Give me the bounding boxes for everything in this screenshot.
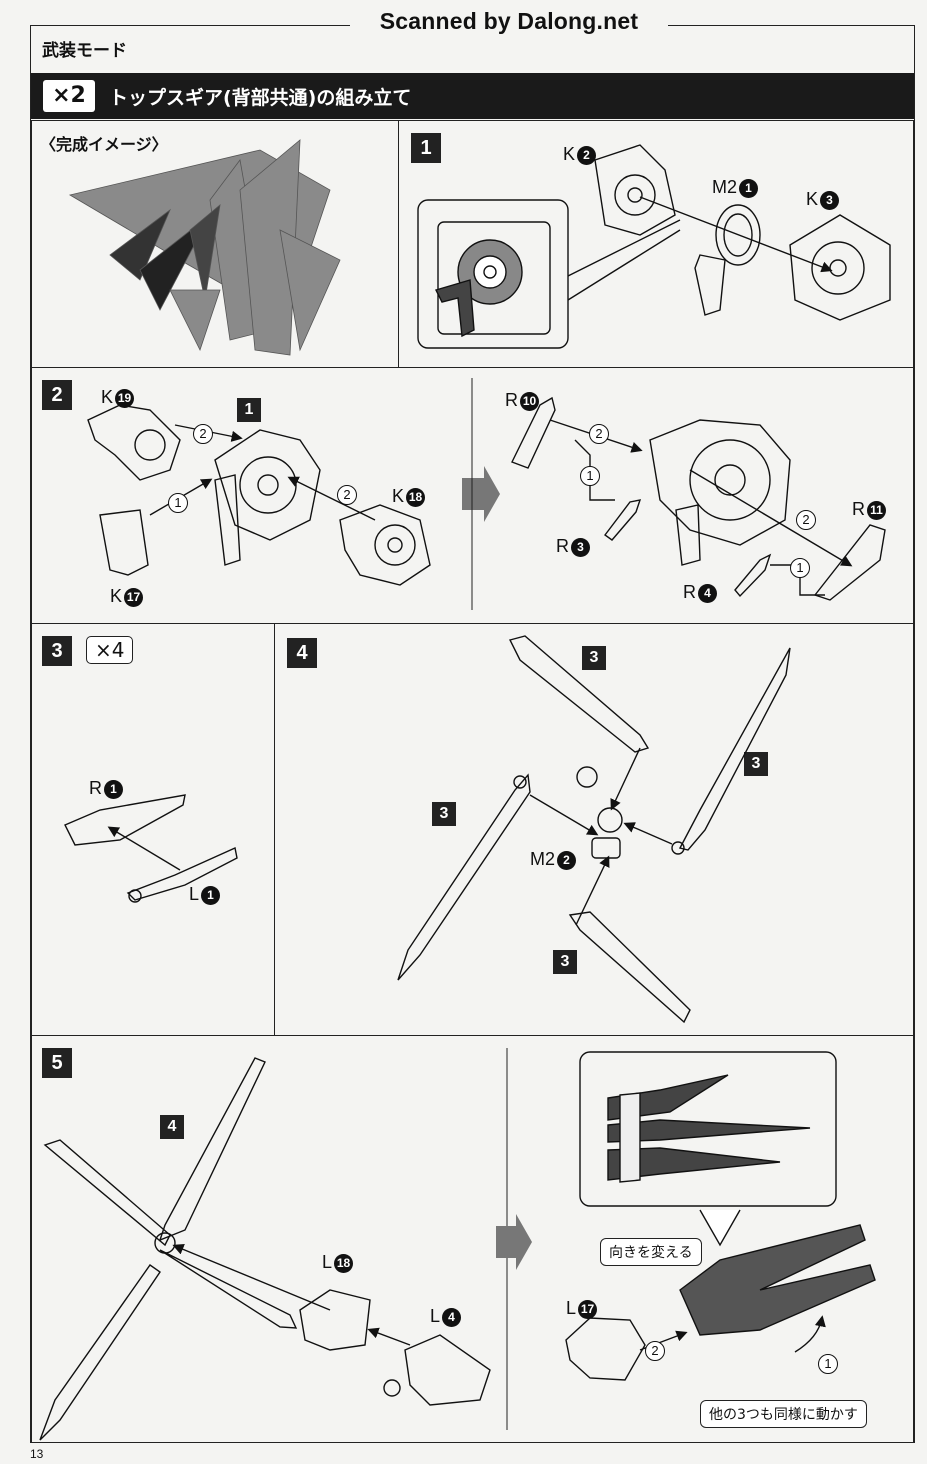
repeat-callout: 他の3つも同様に動かす [700, 1400, 867, 1428]
section-title: トップスギア(背部共通)の組み立て [109, 87, 412, 109]
order-circle: 2 [645, 1341, 665, 1361]
page-number: 13 [30, 1447, 44, 1461]
watermark: Scanned by Dalong.net [350, 8, 668, 35]
mode-title: 武装モード [42, 41, 127, 61]
order-circle: 1 [168, 493, 188, 513]
panel-step5 [31, 1035, 914, 1443]
step5-left-drawing [39, 1057, 491, 1441]
step-5-ref-badge: 4 [160, 1115, 184, 1139]
turn-direction-callout: 向きを変える [600, 1238, 702, 1266]
step-2-ref-badge: 1 [237, 398, 261, 422]
order-circle: 2 [337, 485, 357, 505]
step-4-ref-badge-top: 3 [582, 646, 606, 670]
step2-left-drawing [87, 404, 431, 586]
step-2-badge: 2 [42, 380, 72, 410]
step1-drawing [417, 144, 891, 349]
step-4-ref-badge-bottom: 3 [553, 950, 577, 974]
quantity-badge: ×2 [43, 80, 95, 112]
image-caption: 〈完成イメージ〉 [40, 135, 168, 154]
step4-drawing [397, 635, 791, 1024]
order-circle: 1 [818, 1354, 838, 1374]
step-3-badge: 3 [42, 636, 72, 666]
order-circle: 1 [790, 558, 810, 578]
step2-right-drawing [511, 396, 886, 601]
step-3-quantity: ×4 [86, 636, 134, 664]
step-1-badge: 1 [411, 133, 441, 163]
step-4-ref-badge-left: 3 [432, 802, 456, 826]
order-circle: 2 [589, 424, 609, 444]
section-banner: ×2 トップスギア(背部共通)の組み立て [31, 73, 914, 119]
step-5-badge: 5 [42, 1048, 72, 1078]
step-4-ref-badge-right: 3 [744, 752, 768, 776]
step-4-badge: 4 [287, 638, 317, 668]
arrow-right-icon [462, 466, 500, 522]
step3-drawing [64, 794, 238, 903]
order-circle: 1 [580, 466, 600, 486]
arrow-right-icon [496, 1214, 532, 1270]
order-circle: 2 [193, 424, 213, 444]
completed-image [68, 139, 341, 356]
step5-right-drawing [565, 1051, 876, 1381]
order-circle: 2 [796, 510, 816, 530]
